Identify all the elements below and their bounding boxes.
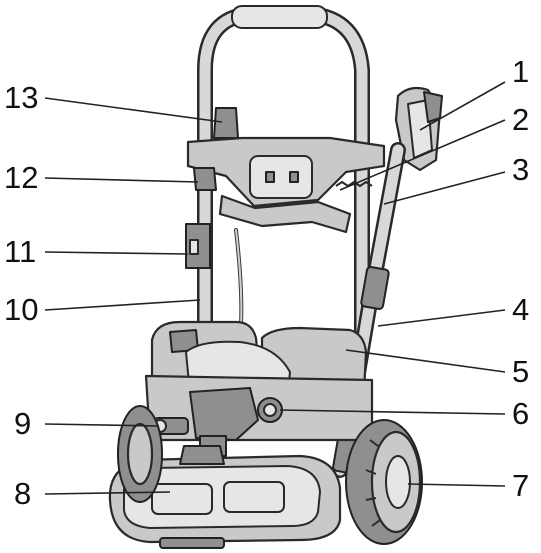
spray-gun (394, 86, 443, 172)
leader-line-2 (339, 119, 506, 191)
leader-line-6 (279, 409, 506, 415)
callout-1: 1 (512, 54, 529, 89)
callout-3: 3 (512, 152, 529, 187)
leader-line-12 (44, 177, 199, 183)
leader-lines (44, 81, 506, 495)
callout-9: 9 (14, 406, 31, 441)
cross-brace (186, 136, 386, 234)
left-wheel (117, 405, 163, 503)
leader-line-1 (419, 81, 506, 131)
callout-12: 12 (4, 160, 38, 195)
leader-line-9 (44, 423, 159, 427)
callout-5: 5 (512, 354, 529, 389)
upper-hose-hook (213, 107, 239, 139)
callout-8: 8 (14, 476, 31, 511)
leader-line-11 (44, 251, 189, 255)
handle-frame (197, 5, 370, 338)
leader-line-10 (44, 299, 201, 311)
callout-10: 10 (4, 292, 38, 327)
pressure-washer-illustration (108, 5, 443, 549)
leader-line-8 (44, 491, 171, 495)
callout-2: 2 (512, 102, 529, 137)
leader-line-4 (377, 309, 506, 327)
callout-13: 13 (4, 80, 38, 115)
leader-line-7 (407, 483, 506, 487)
leader-line-3 (383, 171, 506, 205)
callout-6: 6 (512, 396, 529, 431)
detergent-tank-base (108, 445, 342, 549)
leader-line-13 (44, 97, 223, 123)
right-wheel (345, 419, 423, 545)
callout-4: 4 (512, 292, 529, 327)
callout-7: 7 (512, 468, 529, 503)
leader-line-5 (345, 349, 506, 373)
callout-labels: 1 2 3 4 5 6 7 8 9 10 11 12 13 (4, 54, 529, 511)
callout-11: 11 (4, 234, 36, 269)
